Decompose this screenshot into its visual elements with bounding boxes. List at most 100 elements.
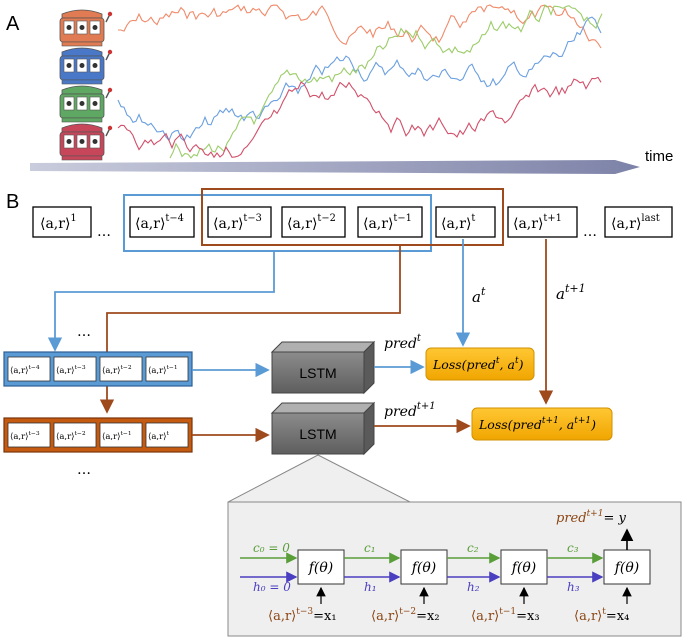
walk-line xyxy=(118,4,602,49)
sequence-item: ⟨a,r⟩t xyxy=(435,206,496,238)
action-t1-base: a xyxy=(556,285,565,303)
slot-machine-icons xyxy=(59,9,113,161)
sequence-first: ⟨a,r⟩1 xyxy=(32,206,92,238)
sequence-item: ⟨a,r⟩t−4 xyxy=(129,206,195,238)
svg-text:⟨a,r⟩t−2: ⟨a,r⟩t−2 xyxy=(287,213,336,232)
window-item: ⟨a,r⟩t−1 xyxy=(145,356,189,382)
svg-text:f(θ): f(θ) xyxy=(411,560,437,576)
lstm-block-1: LSTM xyxy=(270,340,376,395)
sequence-items: ⟨a,r⟩t−4 ⟨a,r⟩t−3 ⟨a,r⟩t−2 ⟨a,r⟩t−1 ⟨a,r⟩t ⟨a… xyxy=(129,206,578,238)
window-item: ⟨a,r⟩t−3 xyxy=(7,422,51,448)
slot-machine-icon xyxy=(59,9,113,47)
sequence-item: ⟨a,r⟩t−2 xyxy=(281,206,346,238)
orange-window-items: ⟨a,r⟩t−3 ⟨a,r⟩t−2 ⟨a,r⟩t−1 ⟨a,r⟩t xyxy=(7,422,189,448)
blue-window-frame xyxy=(123,194,432,252)
loss-box-t: Loss(predt, at) xyxy=(425,347,535,381)
lstm-2-label: LSTM xyxy=(299,426,336,442)
svg-text:⟨a,r⟩t−4: ⟨a,r⟩t−4 xyxy=(135,213,184,232)
svg-text:at: at xyxy=(472,285,486,306)
window-ellipsis-top: … xyxy=(77,324,91,340)
sequence-item: ⟨a,r⟩t+1 xyxy=(507,206,578,238)
svg-text:Loss(predt, at): Loss(predt, at) xyxy=(432,356,524,372)
svg-text:⟨a,r⟩t−1=x₃: ⟨a,r⟩t−1=x₃ xyxy=(471,607,540,624)
window-item: ⟨a,r⟩t xyxy=(145,422,189,448)
svg-text:⟨a,r⟩t−3: ⟨a,r⟩t−3 xyxy=(56,364,86,376)
svg-text:c₂: c₂ xyxy=(467,541,479,555)
svg-text:Loss(predt+1, at+1): Loss(predt+1, at+1) xyxy=(478,416,596,432)
lstm-block-2: LSTM xyxy=(270,401,376,456)
lstm-cell: f(θ) ⟨a,r⟩t−1=x₃ xyxy=(471,549,548,624)
svg-text:predt+1: predt+1 xyxy=(384,401,436,420)
action-t-sup: t xyxy=(481,285,486,298)
lstm-cell: f(θ)⟨a,r⟩t−3=x₁ xyxy=(268,549,345,624)
svg-text:⟨a,r⟩t−2: ⟨a,r⟩t−2 xyxy=(102,364,132,376)
seq-last-base: ⟨a,r⟩ xyxy=(611,216,641,232)
seq-ellipsis-1: … xyxy=(97,224,111,240)
slot-machine-icon xyxy=(59,85,113,123)
sequence-item: ⟨a,r⟩t−1 xyxy=(357,206,423,238)
svg-text:⟨a,r⟩t−3=x₁: ⟨a,r⟩t−3=x₁ xyxy=(268,607,337,624)
pred-t-sup: t xyxy=(417,333,422,344)
svg-text:h₃: h₃ xyxy=(567,580,580,594)
action-t1-sup: t+1 xyxy=(565,282,586,295)
blue-window-items: ⟨a,r⟩t−4 ⟨a,r⟩t−3 ⟨a,r⟩t−2 ⟨a,r⟩t−1 xyxy=(7,356,189,382)
window-item: ⟨a,r⟩t−4 xyxy=(7,356,51,382)
panel-a-label: A xyxy=(6,13,20,35)
seq-ellipsis-2: … xyxy=(583,224,597,240)
lstm-unrolled-detail: f(θ)⟨a,r⟩t−3=x₁f(θ)⟨a,r⟩t−2=x₂f(θ)⟨a,r⟩t… xyxy=(240,509,651,624)
walk-line xyxy=(169,4,603,159)
pred-t-base: pred xyxy=(384,336,417,352)
svg-text:⟨a,r⟩t+1: ⟨a,r⟩t+1 xyxy=(513,213,562,232)
seq-last-sup: last xyxy=(641,213,659,224)
svg-text:⟨a,r⟩t−1: ⟨a,r⟩t−1 xyxy=(148,364,178,376)
orange-window-frame xyxy=(201,188,504,246)
svg-text:⟨a,r⟩t−3: ⟨a,r⟩t−3 xyxy=(10,430,40,442)
window-item: ⟨a,r⟩t−3 xyxy=(53,356,97,382)
reward-walk-lines xyxy=(117,4,603,159)
svg-text:f(θ): f(θ) xyxy=(511,560,537,576)
svg-text:at+1: at+1 xyxy=(556,282,586,303)
svg-text:⟨a,r⟩t−1: ⟨a,r⟩t−1 xyxy=(363,213,412,232)
svg-text:h₁: h₁ xyxy=(364,580,377,594)
svg-text:h₀ = 0: h₀ = 0 xyxy=(253,580,291,594)
seq-first-base: ⟨a,r⟩ xyxy=(40,216,70,232)
window-item: ⟨a,r⟩t−2 xyxy=(53,422,97,448)
svg-text:⟨a,r⟩last: ⟨a,r⟩last xyxy=(611,213,660,232)
svg-text:c₁: c₁ xyxy=(364,541,376,555)
sequence-item: ⟨a,r⟩t−3 xyxy=(207,206,272,238)
svg-text:⟨a,r⟩t−4: ⟨a,r⟩t−4 xyxy=(10,364,40,376)
svg-text:⟨a,r⟩1: ⟨a,r⟩1 xyxy=(40,213,77,232)
seq-first-sup: 1 xyxy=(70,213,76,224)
slot-machine-icon xyxy=(59,123,113,161)
svg-text:predt: predt xyxy=(384,333,422,352)
svg-text:⟨a,r⟩t: ⟨a,r⟩t xyxy=(441,213,475,232)
svg-text:h₂: h₂ xyxy=(467,580,480,594)
lstm-cell: f(θ)⟨a,r⟩t=x₄ xyxy=(574,549,651,624)
window-item: ⟨a,r⟩t−2 xyxy=(99,356,143,382)
svg-text:c₀ = 0: c₀ = 0 xyxy=(253,541,290,555)
loss-box-t1: Loss(predt+1, at+1) xyxy=(471,407,613,441)
window-ellipsis-bottom: … xyxy=(77,462,91,478)
svg-text:⟨a,r⟩t−2: ⟨a,r⟩t−2 xyxy=(56,430,86,442)
output-label: predt+1= y xyxy=(556,509,626,526)
svg-text:⟨a,r⟩t=x₄: ⟨a,r⟩t=x₄ xyxy=(574,607,629,624)
pred-t1-base: pred xyxy=(384,404,417,420)
lstm-cell: f(θ) ⟨a,r⟩t−2=x₂ xyxy=(371,549,448,624)
svg-text:⟨a,r⟩t−3: ⟨a,r⟩t−3 xyxy=(213,213,262,232)
slot-machine-icon xyxy=(59,47,113,85)
sequence-last: ⟨a,r⟩last xyxy=(604,206,673,238)
pred-t1-sup: t+1 xyxy=(417,401,436,412)
svg-text:⟨a,r⟩t−2=x₂: ⟨a,r⟩t−2=x₂ xyxy=(371,607,440,624)
lstm-1-label: LSTM xyxy=(299,365,336,381)
svg-text:⟨a,r⟩t−1: ⟨a,r⟩t−1 xyxy=(102,430,132,442)
time-label: time xyxy=(645,148,673,165)
walk-line xyxy=(117,16,602,142)
window-item: ⟨a,r⟩t−1 xyxy=(99,422,143,448)
svg-text:⟨a,r⟩t: ⟨a,r⟩t xyxy=(148,430,169,442)
blue-connector xyxy=(47,251,275,352)
action-t-base: a xyxy=(472,288,481,306)
svg-text:c₃: c₃ xyxy=(567,541,579,555)
time-arrow xyxy=(30,160,640,174)
walk-line xyxy=(117,76,602,159)
